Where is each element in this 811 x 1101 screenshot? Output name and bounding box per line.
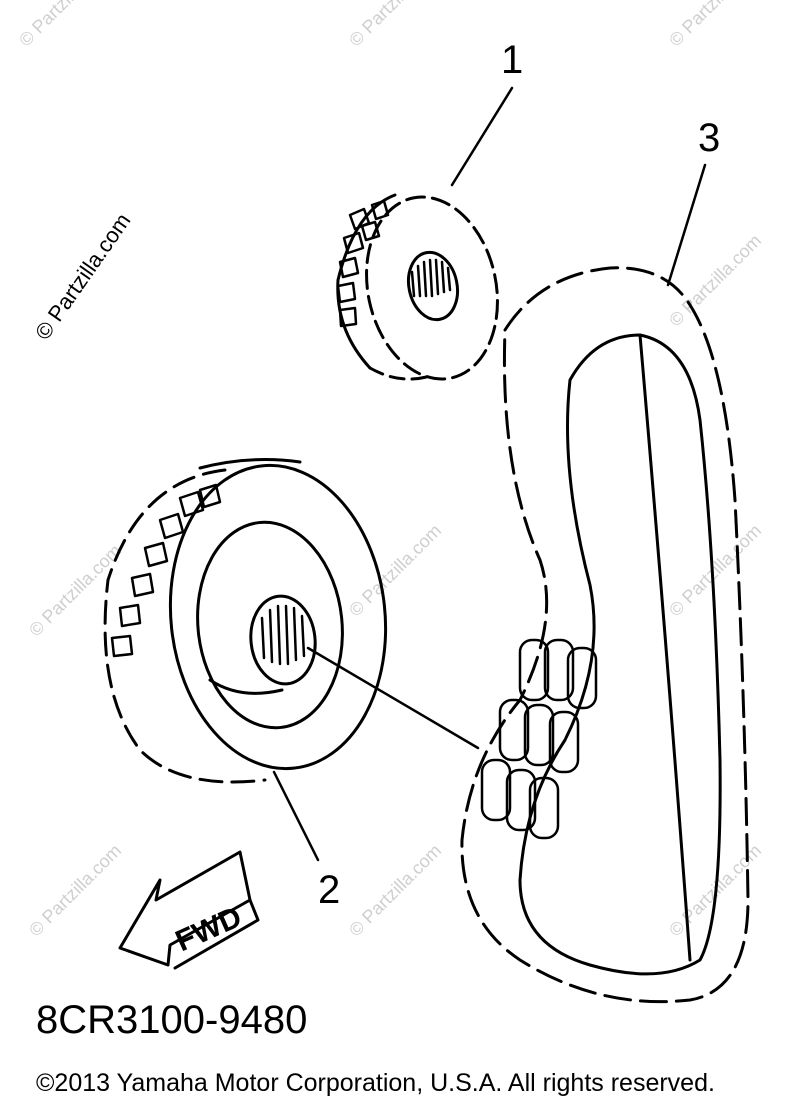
sprocket-teeth <box>110 483 222 658</box>
callout-part-2: 2 <box>318 868 341 912</box>
diagram-code: 8CR3100-9480 <box>36 998 308 1042</box>
callout-part-1: 1 <box>501 38 524 82</box>
sprocket-teeth <box>336 199 390 328</box>
leader-lines <box>272 86 707 862</box>
copyright-notice: ©2013 Yamaha Motor Corporation, U.S.A. A… <box>36 1069 715 1097</box>
large-sprocket <box>103 458 388 784</box>
callout-part-3: 3 <box>698 116 721 160</box>
drive-belt <box>460 266 750 1004</box>
small-sprocket <box>336 193 499 381</box>
forward-arrow-icon <box>118 850 260 970</box>
chain-links <box>480 638 598 840</box>
